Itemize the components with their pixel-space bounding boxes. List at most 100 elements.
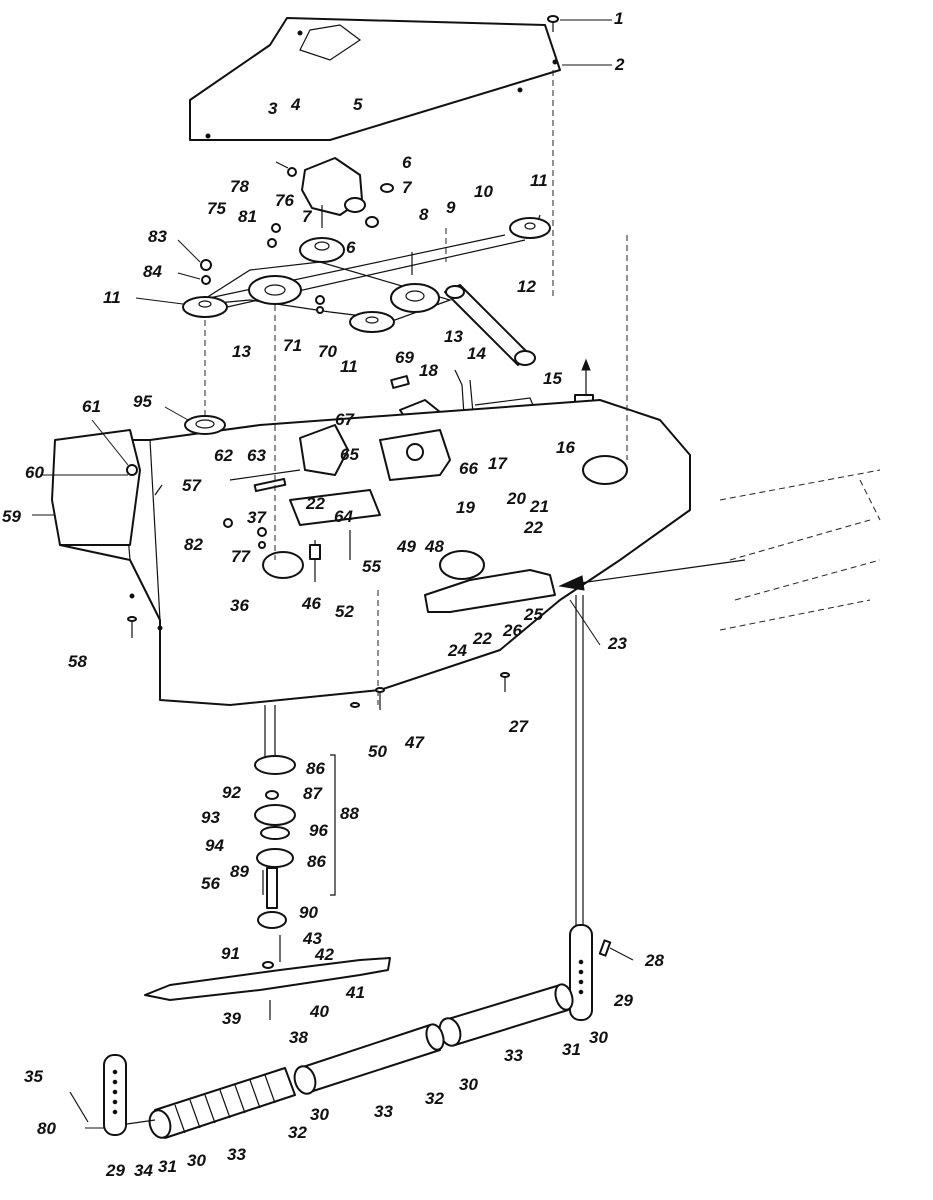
gearbox	[301, 157, 366, 228]
part-label: 20	[506, 489, 526, 508]
part-label: 9	[446, 198, 456, 217]
part-label: 27	[508, 717, 529, 736]
part-label: 37	[247, 508, 267, 527]
part-label: 35	[24, 1067, 43, 1086]
part-label: 38	[289, 1028, 308, 1047]
spindle-assembly	[254, 754, 336, 969]
part-label: 40	[309, 1002, 329, 1021]
part-label: 28	[644, 951, 664, 970]
part-label: 31	[158, 1157, 177, 1176]
part-label: 6	[402, 153, 412, 172]
part-label: 62	[214, 446, 233, 465]
part-label: 61	[82, 397, 101, 416]
part-label: 41	[345, 983, 365, 1002]
part-label: 59	[2, 507, 21, 526]
part-label: 80	[37, 1119, 56, 1138]
part-label: 29	[613, 991, 633, 1010]
part-label: 11	[103, 288, 121, 307]
part-label: 26	[502, 621, 522, 640]
part-label: 52	[335, 602, 354, 621]
part-label: 1	[614, 9, 623, 28]
part-label: 25	[523, 605, 543, 624]
idler-pulley-13-left	[248, 275, 302, 305]
part-label: 87	[303, 784, 323, 803]
part-label: 89	[230, 862, 249, 881]
part-label: 47	[404, 733, 425, 752]
part-label: 23	[607, 634, 627, 653]
part-label: 22	[472, 629, 492, 648]
roller-bracket-left	[103, 1054, 127, 1136]
part-label: 86	[306, 759, 325, 778]
drive-shaft	[444, 284, 536, 366]
part-label: 48	[424, 537, 444, 556]
part-label: 69	[395, 348, 414, 367]
part-label: 19	[456, 498, 475, 517]
roller-tube-middle	[293, 1023, 445, 1095]
bolt-58	[127, 616, 137, 638]
part-label: 29	[105, 1161, 125, 1180]
part-label: 57	[182, 476, 202, 495]
part-label: 49	[396, 537, 416, 556]
part-label: 33	[227, 1145, 246, 1164]
part-label: 43	[302, 929, 322, 948]
part-label: 21	[529, 497, 549, 516]
vertical-support-rod	[575, 595, 584, 925]
part-label: 78	[230, 177, 249, 196]
part-label: 12	[517, 277, 536, 296]
part-label: 11	[340, 357, 358, 376]
part-label: 16	[556, 438, 575, 457]
pulley-center-11	[349, 311, 395, 333]
part-label: 30	[187, 1151, 206, 1170]
part-label: 82	[184, 535, 203, 554]
mower-blade	[144, 935, 391, 1020]
part-label: 3	[268, 99, 278, 118]
part-label: 63	[247, 446, 266, 465]
drive-belt	[194, 214, 541, 321]
part-label: 76	[275, 191, 294, 210]
part-label: 24	[447, 641, 467, 660]
roller-tube-right	[438, 983, 574, 1047]
part-label: 58	[68, 652, 87, 671]
bearing-ring-95	[184, 415, 226, 435]
part-label: 18	[419, 361, 438, 380]
part-label: 92	[222, 783, 241, 802]
part-label: 33	[374, 1102, 393, 1121]
part-label: 30	[459, 1075, 478, 1094]
part-label: 10	[474, 182, 493, 201]
leader-lines	[32, 19, 634, 1129]
part-label: 95	[133, 392, 152, 411]
part-label: 84	[143, 262, 162, 281]
part-label: 13	[444, 327, 463, 346]
part-label: 7	[402, 178, 413, 197]
part-label: 90	[299, 903, 318, 922]
part-label: 2	[614, 55, 625, 74]
part-label: 30	[589, 1028, 608, 1047]
part-label: 6	[346, 238, 356, 257]
pulley-right-11	[509, 217, 551, 239]
part-label: 93	[201, 808, 220, 827]
part-label: 65	[340, 445, 359, 464]
part-label: 13	[232, 342, 251, 361]
pulley-gearbox-6	[299, 237, 345, 263]
part-label: 83	[148, 227, 167, 246]
part-label: 86	[307, 852, 326, 871]
top-cover-plate	[189, 17, 561, 141]
part-label: 39	[222, 1009, 241, 1028]
part-label: 96	[309, 821, 328, 840]
part-label: 7	[302, 207, 313, 226]
cover-screw	[547, 15, 559, 32]
part-label: 8	[419, 205, 429, 224]
part-label: 31	[562, 1040, 581, 1059]
roller-tube-left-knurled	[148, 1067, 296, 1139]
part-label: 67	[335, 410, 355, 429]
part-label: 55	[362, 557, 381, 576]
part-label: 71	[283, 336, 302, 355]
part-label: 46	[301, 594, 321, 613]
part-label: 34	[134, 1161, 153, 1180]
part-label: 30	[310, 1105, 329, 1124]
part-label: 75	[207, 199, 226, 218]
part-label: 50	[368, 742, 387, 761]
part-label: 5	[353, 95, 363, 114]
